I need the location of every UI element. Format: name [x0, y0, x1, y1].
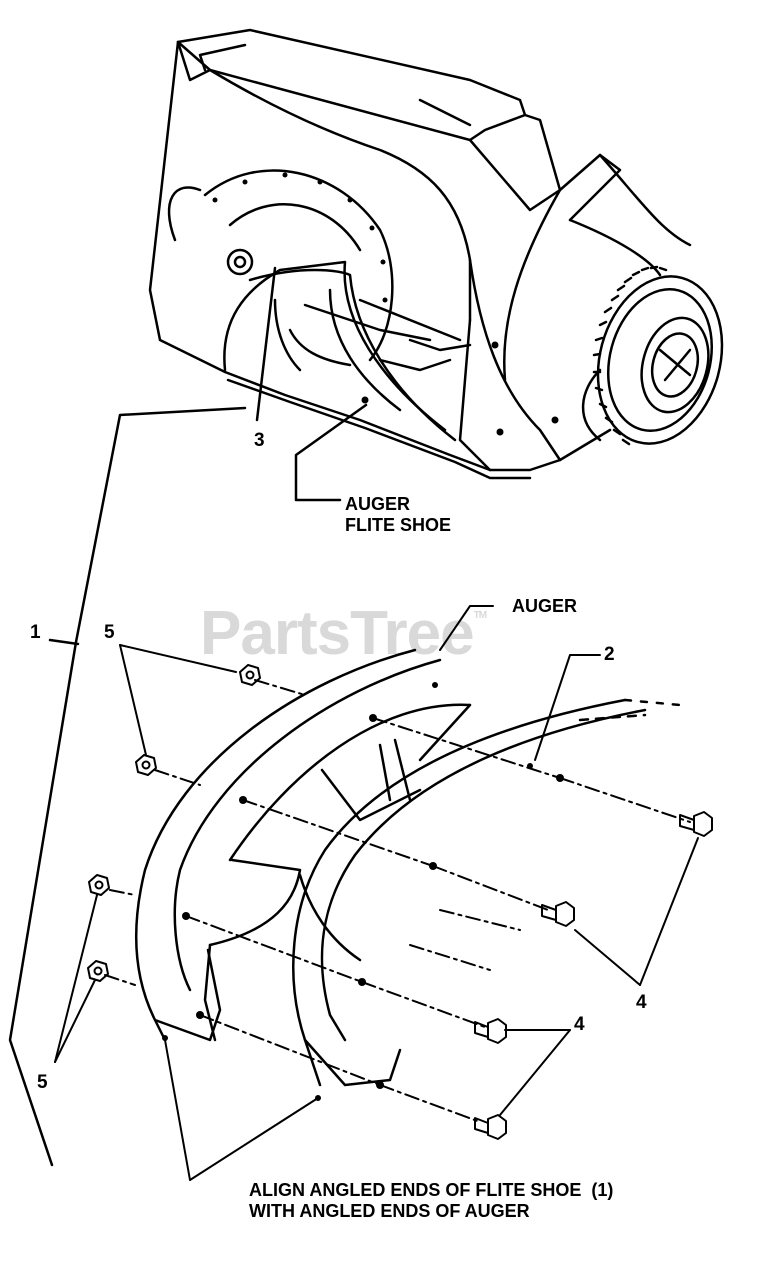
label-auger: AUGER: [512, 596, 578, 616]
bolt-2: [541, 901, 575, 927]
callout-leaders: [54, 605, 699, 1181]
callout-2: 2: [604, 644, 615, 665]
alignment-note-line2: WITH ANGLED ENDS OF AUGER: [249, 1200, 530, 1221]
alignment-note-line1: ALIGN ANGLED ENDS OF FLITE SHOE (1): [249, 1180, 614, 1200]
callout-5-bottom: 5: [37, 1072, 48, 1093]
leader-auger-flite-shoe: [294, 403, 368, 502]
nut-2: [135, 754, 157, 776]
nut-1: [239, 664, 261, 686]
flite-shoe-assembly: [135, 648, 682, 1087]
bolt-3: [474, 1018, 507, 1044]
hex-nuts: [87, 664, 261, 982]
alignment-note: ALIGN ANGLED ENDS OF FLITE SHOE (1) WITH…: [249, 1180, 613, 1221]
watermark: PartsTreeTM: [200, 599, 487, 668]
leader-3: [255, 266, 277, 422]
label-auger-flite-shoe-line1: AUGER: [345, 494, 411, 514]
bolt-1: [679, 811, 713, 837]
snow-thrower-housing: [148, 28, 724, 480]
leader-1: [8, 406, 247, 1167]
callout-4-lower: 4: [574, 1014, 585, 1035]
nut-4: [87, 960, 109, 982]
alignment-lines: [104, 679, 691, 1123]
callout-5-top: 5: [104, 622, 115, 643]
nut-3: [88, 874, 110, 896]
label-auger-flite-shoe-line2: FLITE SHOE: [345, 514, 452, 535]
callout-1: 1: [30, 622, 41, 643]
bolts: [474, 811, 713, 1140]
callout-3: 3: [254, 430, 265, 451]
bolt-4: [474, 1114, 507, 1140]
callout-4-right: 4: [636, 992, 647, 1013]
label-auger-flite-shoe: AUGER FLITE SHOE: [345, 494, 451, 535]
